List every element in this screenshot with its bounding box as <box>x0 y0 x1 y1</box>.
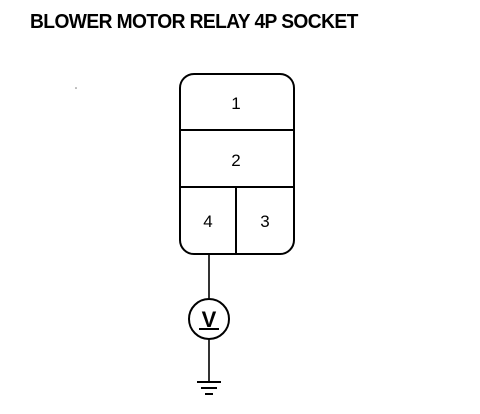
pin-4-label: 4 <box>203 212 212 231</box>
voltmeter-icon: V <box>188 298 230 340</box>
diagram-title: BLOWER MOTOR RELAY 4P SOCKET <box>30 11 358 33</box>
pin-3-label: 3 <box>260 212 269 231</box>
voltmeter-symbol: V <box>202 307 217 332</box>
ground-icon <box>197 381 221 395</box>
pin-1-label: 1 <box>231 94 240 113</box>
pin-2-label: 2 <box>231 151 240 170</box>
scan-speck <box>75 87 77 89</box>
